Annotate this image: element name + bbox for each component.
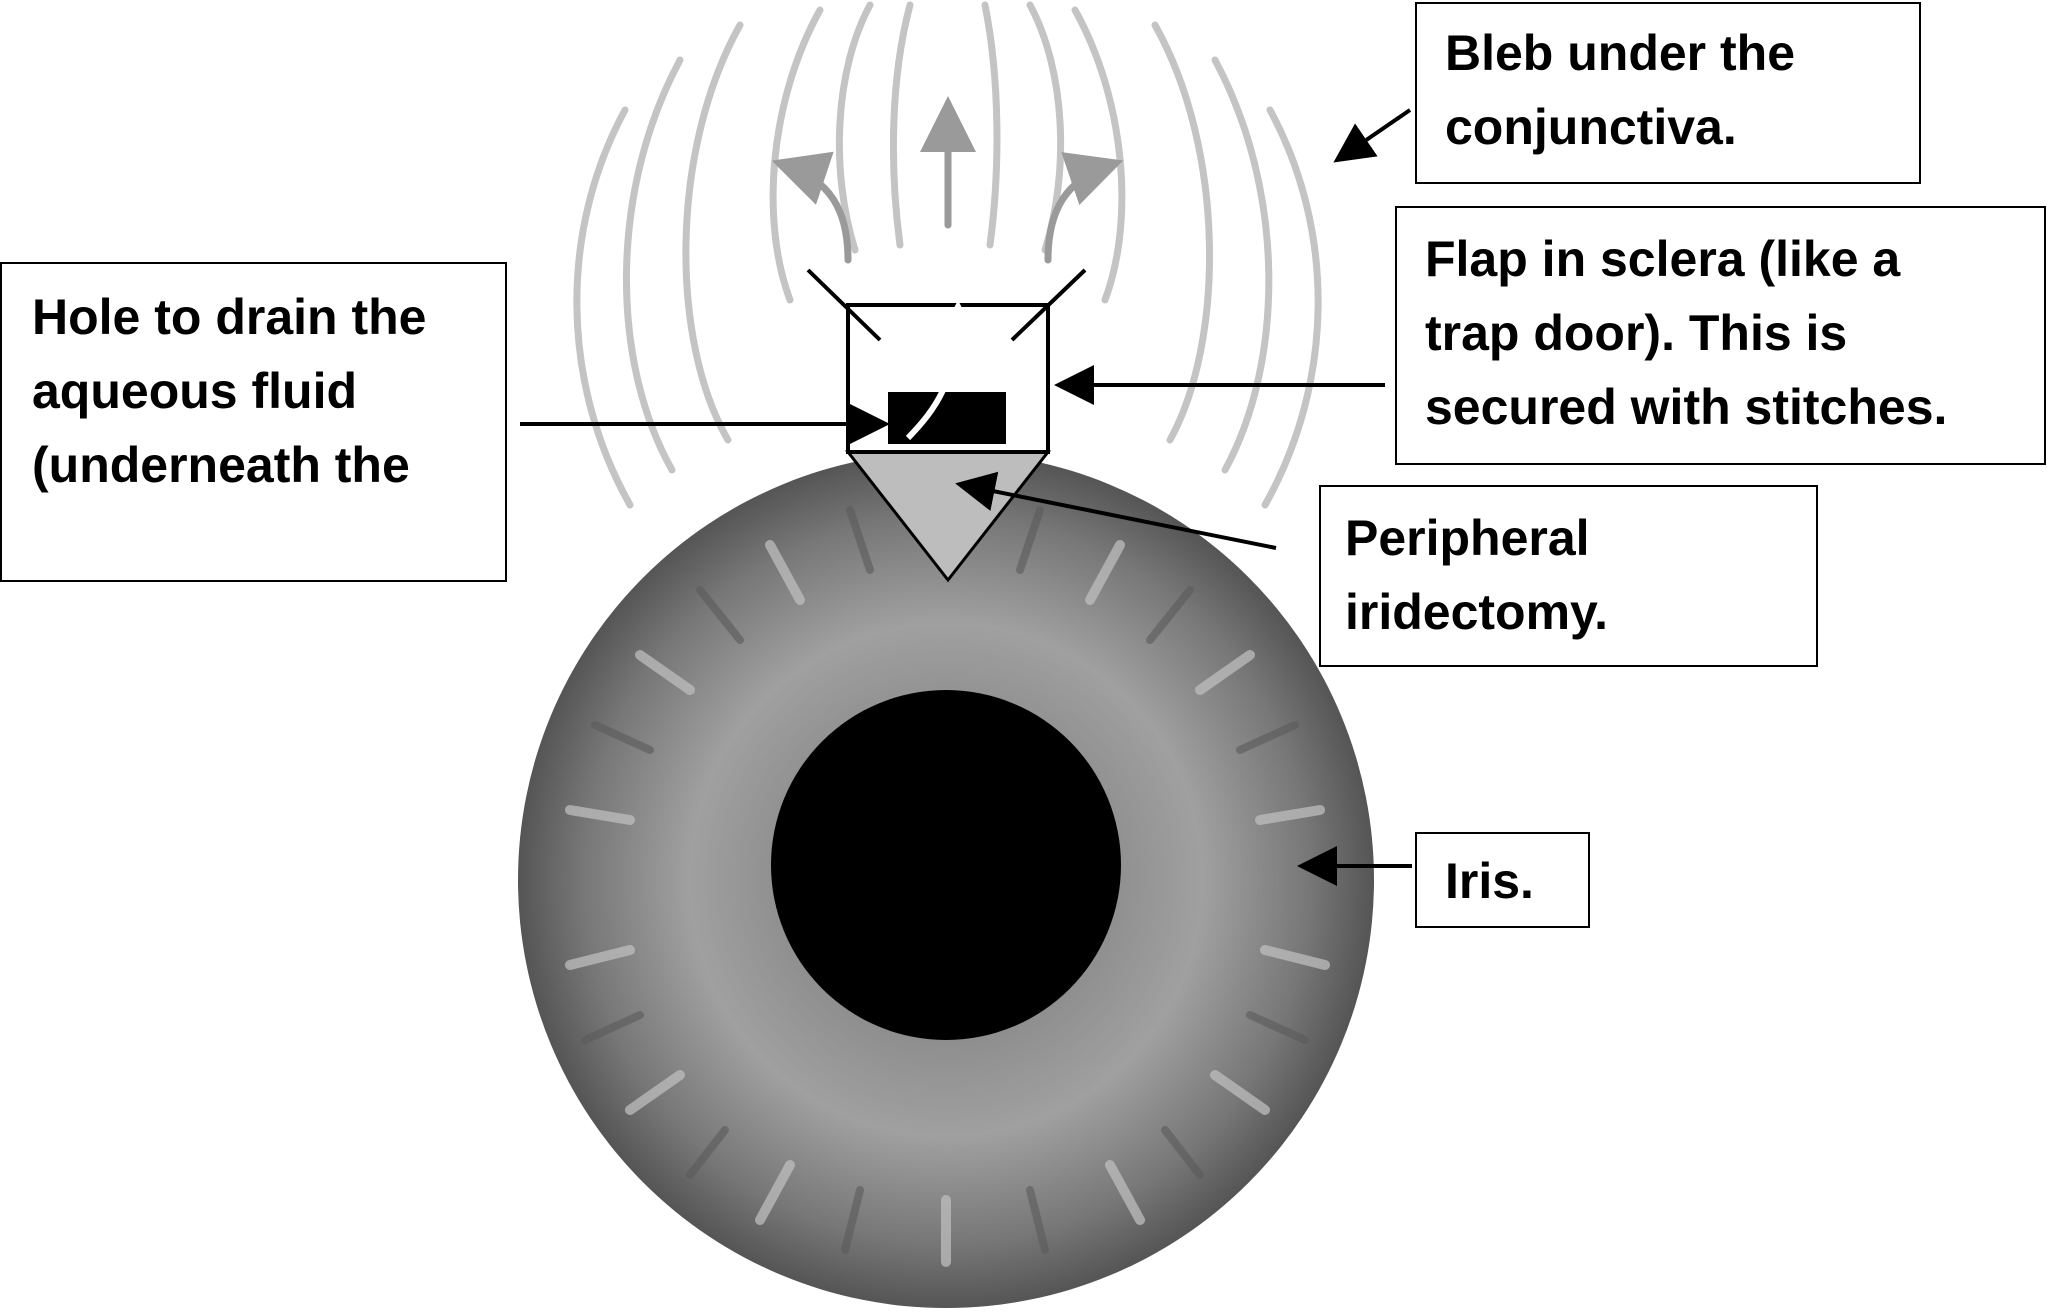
- bleb-arc: [1071, 6, 1126, 304]
- bleb-arc: [682, 21, 744, 444]
- bleb-arc: [573, 106, 634, 509]
- leader-arrows: [520, 108, 1412, 886]
- label-bleb: Bleb under the conjunctiva.: [1415, 2, 1921, 184]
- drain-hole: [888, 392, 1006, 444]
- iris: [518, 452, 1374, 1308]
- bleb-arc: [1261, 106, 1322, 509]
- flow-arrow-left: [771, 151, 852, 264]
- bleb-arc: [889, 1, 914, 249]
- label-iris: Iris.: [1415, 832, 1590, 928]
- flap-corner-right: [1010, 268, 1087, 342]
- arrow-bleb: [1333, 108, 1412, 163]
- label-peripheral-iridectomy: Peripheral iridectomy.: [1319, 485, 1818, 667]
- label-flap: Flap in sclera (like a trap door). This …: [1395, 206, 2046, 465]
- arrow-peripheral-iridectomy: [955, 471, 1277, 550]
- bleb-arc: [1151, 21, 1214, 444]
- bleb-arc: [1211, 56, 1273, 474]
- label-hole: Hole to drain the aqueous fluid (underne…: [0, 262, 507, 582]
- flow-arrow-through-hole: [905, 300, 982, 441]
- bleb-arc: [835, 1, 874, 254]
- bleb-arc: [623, 56, 684, 474]
- bleb-arc: [769, 6, 824, 304]
- iris-texture-dark: [581, 506, 1309, 1254]
- flow-arrows: [771, 96, 1124, 264]
- pupil: [771, 690, 1121, 1040]
- bleb-arc: [981, 1, 1001, 249]
- flow-arrow-right: [1044, 152, 1124, 264]
- flap-corner-left: [806, 268, 882, 342]
